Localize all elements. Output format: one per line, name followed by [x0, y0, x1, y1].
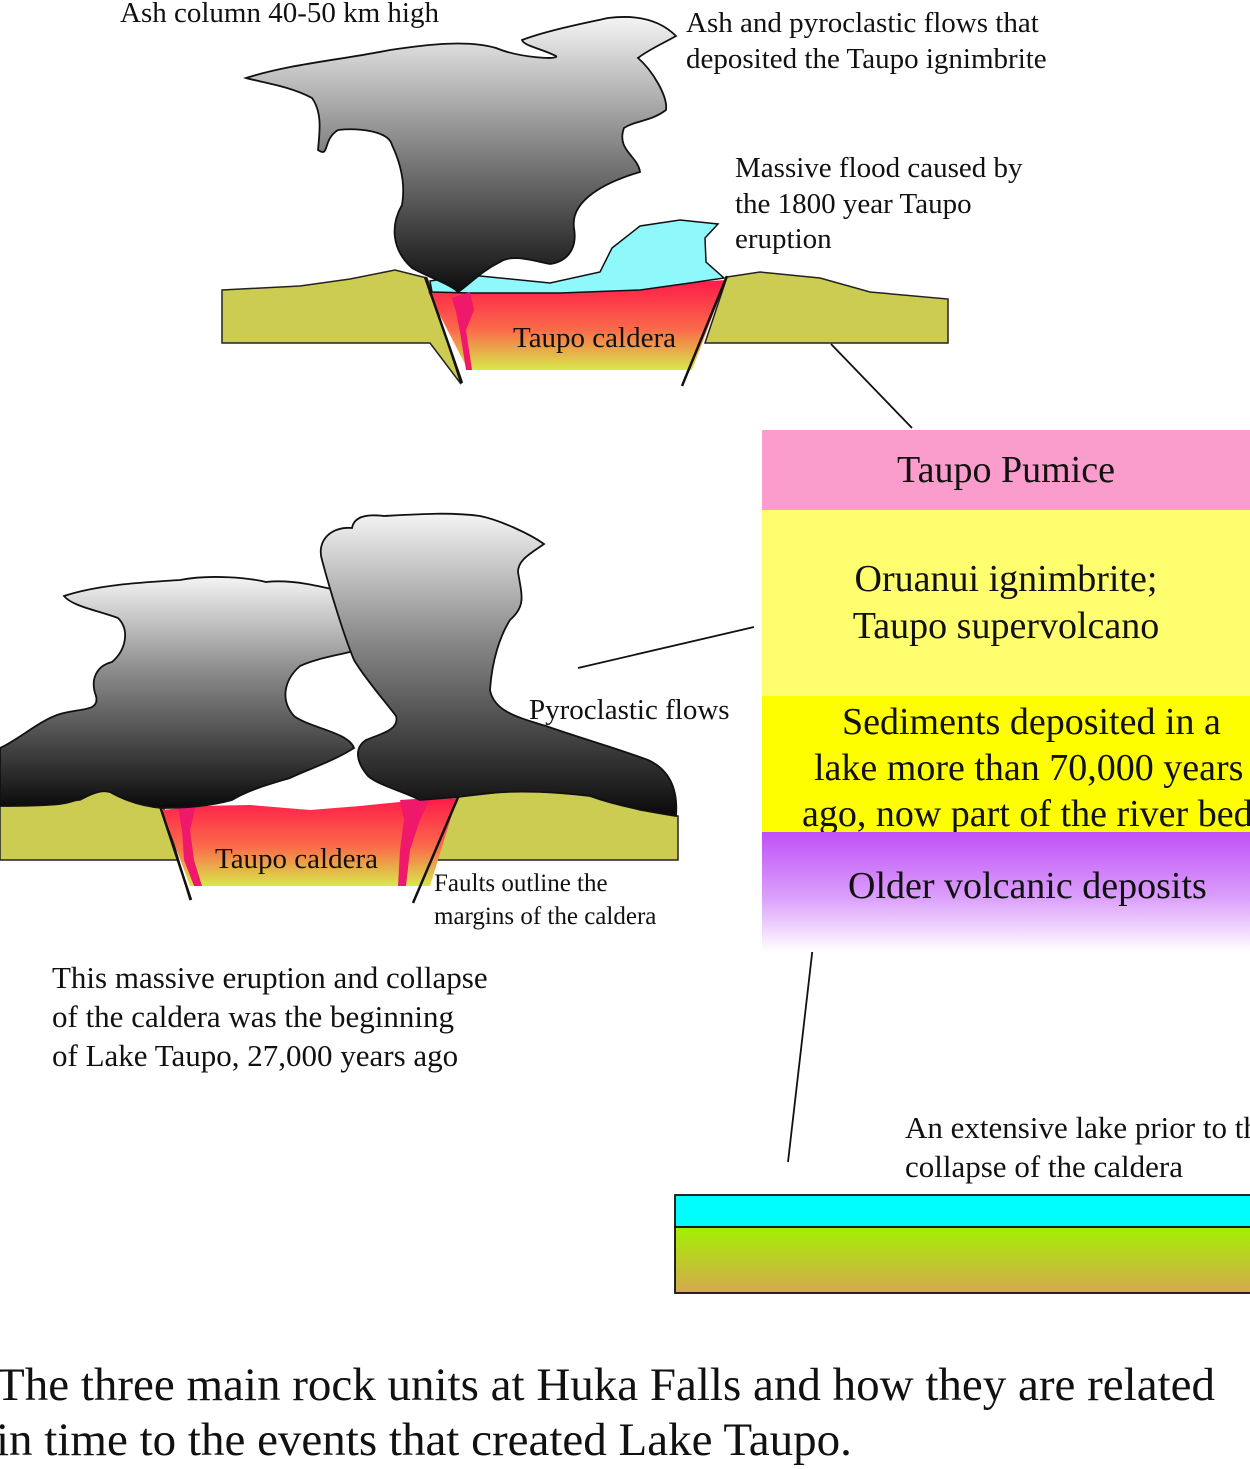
unit-older-label: Older volcanic deposits [848, 865, 1207, 907]
lake-label-2: collapse of the caldera [905, 1149, 1183, 1184]
top-eruption-scene: Ash column 40-50 km high Ash and pyrocla… [120, 0, 1047, 387]
flood-label-1: Massive flood caused by [735, 152, 1023, 184]
middle-caldera-label: Taupo caldera [215, 843, 378, 875]
flood-label-2: the 1800 year Taupo [735, 188, 972, 220]
lake-ground [674, 1226, 1250, 1294]
caption-line-2: in time to the events that created Lake … [0, 1414, 852, 1466]
unit-taupo-pumice-label: Taupo Pumice [897, 449, 1115, 491]
top-ground-right [703, 271, 949, 344]
lake-scene [674, 1194, 1250, 1294]
lake-water [674, 1194, 1250, 1228]
pyroclastic-flows-label: Pyroclastic flows [529, 694, 730, 726]
summary-line-3: of Lake Taupo, 27,000 years ago [52, 1038, 459, 1073]
unit-oruanui-label-1: Oruanui ignimbrite; [854, 558, 1158, 600]
faults-label-2: margins of the caldera [434, 903, 656, 930]
unit-sediments-label-2: lake more than 70,000 years [814, 747, 1244, 789]
unit-sediments-label-1: Sediments deposited in a [842, 701, 1221, 743]
unit-taupo-pumice: Taupo Pumice [762, 430, 1250, 510]
flood-label-3: eruption [735, 223, 832, 255]
middle-fault-right [411, 794, 461, 904]
flood-water [429, 219, 726, 294]
connector-ignimbrite [577, 626, 755, 669]
middle-eruption-scene: Pyroclastic flows Taupo caldera Faults o… [0, 512, 730, 930]
top-ground-left [221, 269, 462, 385]
middle-ash-cloud-right [319, 512, 678, 818]
top-caldera-label: Taupo caldera [513, 322, 676, 354]
eruption-summary: This massive eruption and collapse of th… [52, 958, 488, 1075]
middle-vent-right [398, 798, 430, 886]
connector-pumice [830, 343, 913, 429]
unit-lake-sediments: Sediments deposited in a lake more than … [762, 696, 1250, 832]
ash-flows-label-1: Ash and pyroclastic flows that [686, 7, 1039, 39]
summary-line-1: This massive eruption and collapse [52, 960, 488, 995]
figure-caption: The three main rock units at Huka Falls … [0, 1358, 1250, 1468]
lake-label-1: An extensive lake prior to the [905, 1110, 1250, 1145]
top-fault-left [423, 276, 464, 384]
top-fault-right [680, 275, 729, 387]
lake-label: An extensive lake prior to the collapse … [905, 1108, 1250, 1186]
middle-ash-cloud-left [0, 576, 392, 809]
unit-older-volcanic: Older volcanic deposits [762, 832, 1250, 952]
top-ash-column [242, 16, 678, 294]
middle-fault-left [156, 799, 193, 901]
middle-caldera-fill [162, 798, 457, 886]
unit-oruanui-ignimbrite: Oruanui ignimbrite; Taupo supervolcano [762, 510, 1250, 696]
caption-line-1: The three main rock units at Huka Falls … [0, 1359, 1215, 1411]
unit-oruanui-label-2: Taupo supervolcano [852, 605, 1160, 647]
summary-line-2: of the caldera was the beginning [52, 999, 454, 1034]
faults-label-1: Faults outline the [434, 870, 608, 897]
unit-sediments-label-3: ago, now part of the river bed [802, 793, 1250, 832]
top-caldera-fill [428, 280, 726, 370]
top-magma-vent [452, 292, 474, 370]
middle-vent-left [178, 806, 202, 886]
ash-column-label: Ash column 40-50 km high [120, 0, 439, 29]
ash-flows-label-2: deposited the Taupo ignimbrite [686, 43, 1047, 75]
